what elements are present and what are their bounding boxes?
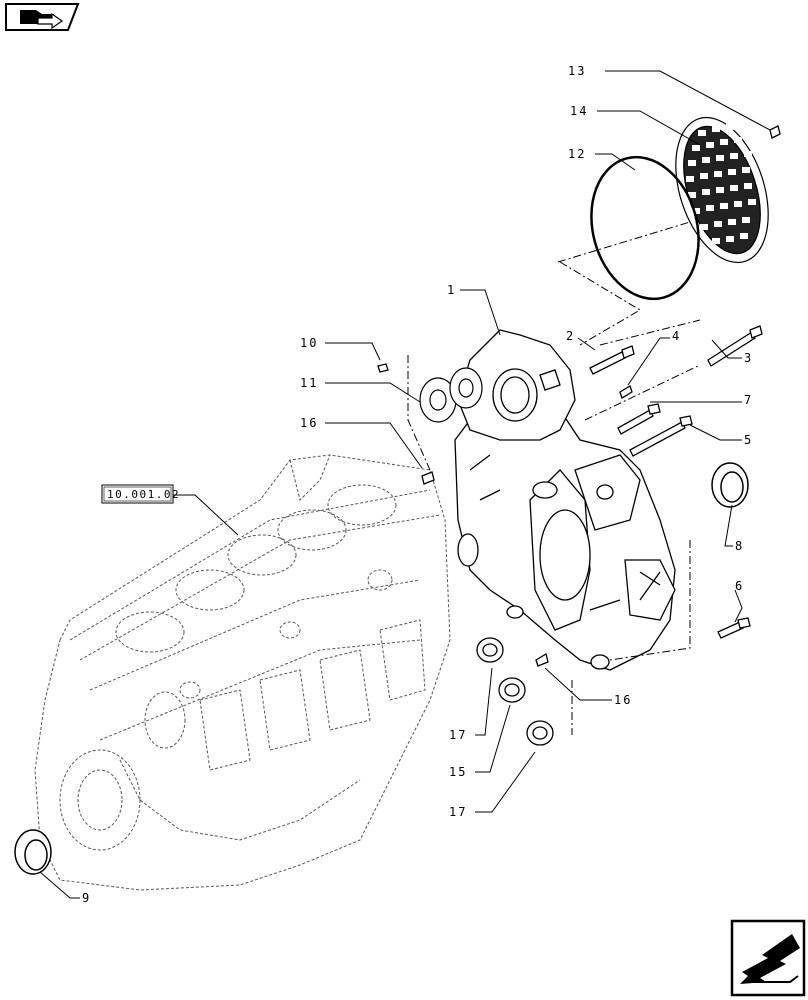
callout-4: 4 [672, 329, 681, 343]
callout-7: 7 [744, 393, 753, 407]
callout-16-lower: 16 [614, 693, 632, 707]
reference-link[interactable]: 10.001.02 [101, 484, 180, 504]
o-ring [590, 155, 700, 301]
engine-block-outline [34, 454, 451, 891]
bolts [377, 125, 781, 667]
callout-1: 1 [447, 283, 456, 297]
assembly-guides [407, 221, 701, 735]
callout-9: 9 [82, 891, 91, 905]
callout-3: 3 [744, 351, 753, 365]
callout-14: 14 [570, 104, 588, 118]
leader-lines [39, 70, 771, 899]
seal-ring-8 [711, 462, 749, 508]
callout-2: 2 [566, 329, 575, 343]
callout-17-lower: 17 [449, 805, 467, 819]
callout-10: 10 [300, 336, 318, 350]
flange-ring [419, 367, 483, 423]
seal-ring-9 [14, 829, 52, 875]
book-arrow-icon[interactable] [5, 3, 80, 31]
cover-plate-grid [675, 116, 769, 264]
callout-12: 12 [568, 147, 586, 161]
prev-page-arrow-icon[interactable] [730, 919, 806, 997]
callout-15: 15 [449, 765, 467, 779]
callout-labels: 1 2 3 4 5 6 7 8 9 10 11 12 13 14 15 16 1… [82, 64, 753, 905]
callout-11: 11 [300, 376, 318, 390]
callout-13: 13 [568, 64, 586, 78]
reference-label: 10.001.02 [107, 488, 180, 501]
callout-8: 8 [735, 539, 744, 553]
plugs [476, 637, 554, 746]
flywheel-housing [454, 329, 676, 671]
callout-16-upper: 16 [300, 416, 318, 430]
callout-5: 5 [744, 433, 753, 447]
callout-17-upper: 17 [449, 728, 467, 742]
callout-6: 6 [735, 579, 744, 593]
